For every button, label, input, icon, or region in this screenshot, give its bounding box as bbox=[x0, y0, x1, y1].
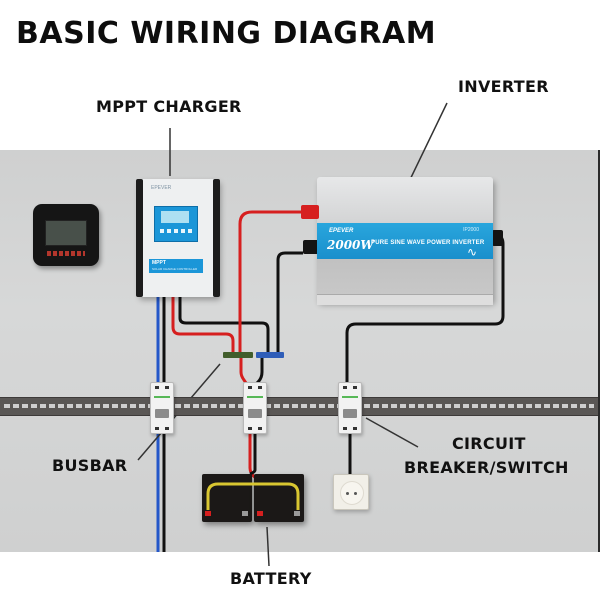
breaker-indicator bbox=[247, 396, 263, 398]
mppt-band-subtitle: SOLAR CHARGE CONTROLLER bbox=[152, 267, 198, 271]
breaker-screws bbox=[343, 427, 357, 430]
busbar-to-breaker-positive bbox=[239, 358, 250, 387]
battery-terminal-positive bbox=[205, 511, 211, 516]
label-mppt-charger: MPPT CHARGER bbox=[96, 97, 242, 116]
breaker-toggle bbox=[343, 409, 357, 418]
breaker-pv bbox=[150, 382, 174, 434]
leader-battery bbox=[266, 526, 270, 567]
breaker-screws bbox=[248, 427, 262, 430]
busbar-positive bbox=[223, 352, 253, 358]
breaker-battery bbox=[243, 382, 267, 434]
breaker-toggle bbox=[155, 409, 169, 418]
inverter: EPEVER 2000W IP2000 PURE SINE WAVE POWER… bbox=[301, 177, 503, 305]
label-circuit: CIRCUIT bbox=[452, 434, 526, 453]
mppt-charger: EPEVER MPPT SOLAR CHARGE CONTROLLER bbox=[136, 179, 220, 297]
breaker-screws bbox=[155, 427, 169, 430]
inverter-description: PURE SINE WAVE POWER INVERTER bbox=[371, 240, 485, 246]
diagram-title: BASIC WIRING DIAGRAM bbox=[16, 16, 437, 51]
breaker-screws bbox=[248, 386, 262, 389]
busbar-negative bbox=[256, 352, 284, 358]
power-outlet bbox=[333, 474, 369, 510]
breaker-screws bbox=[343, 386, 357, 389]
sine-wave-icon: ∿ bbox=[466, 245, 477, 259]
label-battery: BATTERY bbox=[230, 569, 312, 588]
inverter-negative-wire bbox=[276, 251, 303, 354]
inverter-positive-wire bbox=[238, 210, 301, 354]
remote-meter bbox=[33, 204, 99, 266]
mppt-buttons bbox=[160, 229, 192, 233]
panel-edge bbox=[598, 150, 600, 552]
mppt-side-rail-right bbox=[213, 179, 220, 297]
breaker-to-battery-negative bbox=[249, 432, 257, 476]
label-breaker-switch: BREAKER/SWITCH bbox=[404, 458, 569, 477]
battery-terminal-negative bbox=[294, 511, 300, 516]
inverter-ac-port bbox=[492, 230, 503, 246]
mppt-side-rail-left bbox=[136, 179, 143, 297]
inverter-wattage: 2000W bbox=[327, 238, 374, 252]
power-outlet-icon bbox=[340, 481, 364, 505]
battery-cell bbox=[254, 474, 304, 522]
breaker-toggle bbox=[248, 409, 262, 418]
inverter-brand: EPEVER bbox=[329, 228, 354, 234]
label-busbar: BUSBAR bbox=[52, 456, 128, 475]
breaker-screws bbox=[155, 386, 169, 389]
mppt-band-title: MPPT bbox=[152, 260, 166, 266]
remote-meter-screen bbox=[45, 220, 87, 246]
outlet-hole bbox=[354, 492, 357, 495]
mppt-negative-wire bbox=[178, 297, 270, 354]
leader-inverter bbox=[404, 102, 448, 191]
label-inverter: INVERTER bbox=[458, 77, 549, 96]
inverter-model: IP2000 bbox=[463, 227, 479, 233]
outlet-hole bbox=[346, 492, 349, 495]
inverter-base bbox=[317, 294, 493, 305]
battery-cell bbox=[202, 474, 252, 522]
leader-breaker bbox=[365, 417, 419, 448]
battery-terminal-positive bbox=[257, 511, 263, 516]
busbar-to-breaker-negative bbox=[252, 358, 264, 388]
din-rail-slots bbox=[4, 404, 594, 408]
battery-terminal-negative bbox=[242, 511, 248, 516]
inverter-label-band: EPEVER 2000W IP2000 PURE SINE WAVE POWER… bbox=[317, 223, 493, 259]
breaker-indicator bbox=[154, 396, 170, 398]
inverter-negative-terminal bbox=[303, 240, 319, 254]
battery-bank bbox=[202, 474, 304, 522]
inverter-positive-terminal bbox=[301, 205, 319, 219]
mppt-label-band: MPPT SOLAR CHARGE CONTROLLER bbox=[149, 259, 203, 273]
mppt-brand: EPEVER bbox=[151, 185, 172, 191]
breaker-indicator bbox=[342, 396, 358, 398]
remote-meter-keys bbox=[47, 251, 85, 256]
mppt-positive-wire bbox=[171, 297, 235, 354]
mppt-lcd-screen bbox=[161, 211, 189, 223]
breaker-ac bbox=[338, 382, 362, 434]
din-rail bbox=[0, 397, 598, 416]
mppt-lcd-panel bbox=[154, 206, 198, 242]
battery-link-cable bbox=[206, 482, 300, 510]
